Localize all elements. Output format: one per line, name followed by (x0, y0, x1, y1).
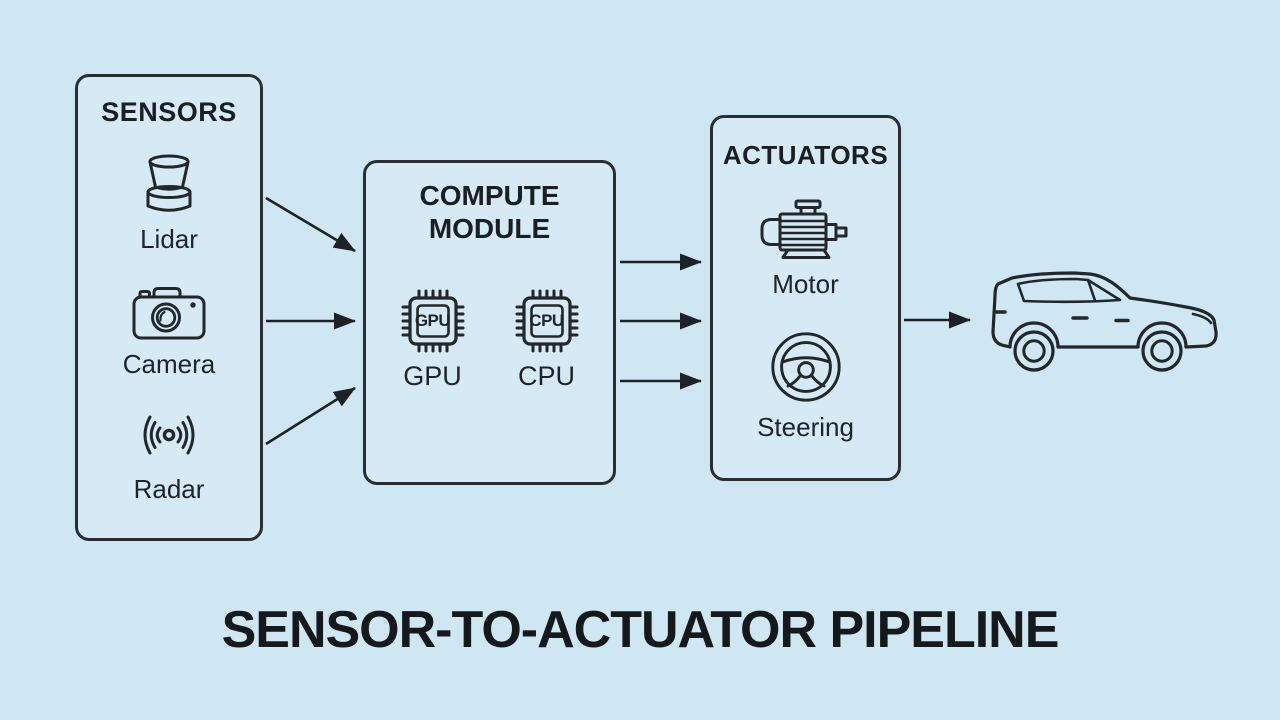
compute-module-box: COMPUTE MODULE GPU GPU CPU CPU (363, 160, 616, 485)
compute-module-title: COMPUTE MODULE (419, 180, 560, 244)
radar-label: Radar (133, 474, 205, 504)
camera-item: Camera (123, 281, 215, 380)
car-icon (991, 271, 1218, 372)
car-item (978, 270, 1226, 379)
camera-label: Camera (122, 349, 216, 379)
page-title: SENSOR-TO-ACTUATOR PIPELINE (221, 601, 1060, 659)
motor-label: Motor (772, 269, 839, 299)
motor-icon (760, 199, 847, 259)
gpu-chip-icon (401, 289, 464, 353)
sensors-box: SENSORS Lidar Camera (75, 74, 263, 541)
arrow-radar-to-compute (265, 386, 356, 446)
cpu-label: CPU (517, 361, 575, 391)
lidar-icon (146, 154, 192, 212)
camera-icon (132, 287, 206, 340)
chips-row: GPU GPU CPU CPU (397, 285, 583, 392)
gpu-chip-text: GPU (414, 311, 451, 330)
actuators-title: ACTUATORS (722, 140, 889, 170)
cpu-chip-icon (515, 289, 578, 353)
steering-item: Steering (757, 326, 854, 443)
gpu-label: GPU (403, 361, 462, 391)
motor-item: Motor (754, 195, 858, 300)
actuators-box: ACTUATORS Motor S (710, 115, 901, 481)
steering-wheel-icon (770, 332, 841, 402)
cpu-chip-text: CPU (529, 311, 564, 330)
radar-item: Radar (127, 404, 211, 505)
lidar-label: Lidar (140, 224, 198, 254)
radar-icon (143, 415, 195, 455)
cpu-chip: CPU CPU (511, 285, 583, 392)
sensors-title: SENSORS (101, 97, 237, 127)
gpu-chip: GPU GPU (397, 285, 469, 392)
lidar-item: Lidar (138, 152, 200, 255)
steering-label: Steering (757, 412, 854, 442)
arrow-lidar-to-compute (265, 196, 356, 253)
